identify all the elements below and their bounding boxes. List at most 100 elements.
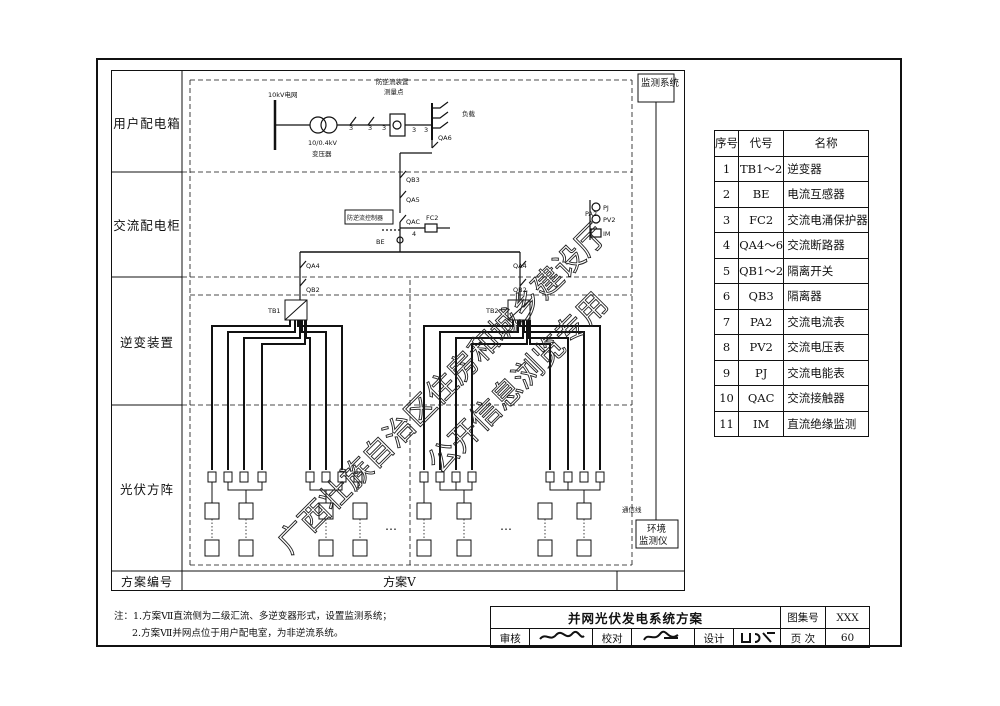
pj-meter: [591, 202, 601, 212]
legend-cell: 交流电涌保护器: [783, 206, 869, 233]
row-label-scheme-no: 方案编号: [120, 574, 173, 589]
legend-cell: QA4～6: [738, 232, 785, 259]
legend-cell: 交流接触器: [783, 385, 869, 412]
label-env-monitor-1: 环境: [647, 523, 667, 535]
legend-cell: PV2: [738, 334, 785, 361]
design-signature-icon: [741, 631, 776, 643]
title-block: 并网光伏发电系统方案 图集号 XXX 审核 校对 设计 页 次 60: [489, 606, 870, 648]
label-comm-line: 通信线: [622, 505, 642, 514]
check-signature: [631, 628, 695, 648]
legend-cell: 7: [713, 308, 740, 335]
row-label-user-box: 用户配电箱: [113, 115, 181, 131]
row-label-ac-cabinet: 交流配电柜: [113, 218, 181, 233]
legend-cell: 1: [713, 155, 740, 182]
legend-cell: 逆变器: [783, 155, 869, 182]
legend-cell: QB3: [738, 283, 785, 310]
review-signature: [529, 628, 593, 648]
label-grid: 10kV电网: [268, 90, 297, 99]
review-label: 审核: [489, 628, 531, 648]
legend-cell: 6: [713, 283, 740, 310]
label-monitor-system: 监测系统: [641, 77, 680, 89]
label-qb3: QB3: [406, 176, 420, 184]
label-num-3c: 3: [412, 126, 416, 134]
check-label: 校对: [591, 628, 633, 648]
label-pv2: PV2: [603, 216, 616, 224]
drawing-title: 并网光伏发电系统方案: [490, 606, 781, 629]
legend-cell: 直流绝缘监测: [783, 410, 869, 437]
legend-cell: 4: [713, 232, 740, 259]
check-signature-icon: [643, 630, 679, 641]
design-signature: [733, 628, 781, 648]
label-qa6: QA6: [438, 134, 452, 142]
label-load: 负载: [462, 109, 476, 118]
legend-cell: 11: [713, 410, 740, 437]
legend-cell: IM: [738, 410, 785, 437]
legend-cell: 3: [713, 206, 740, 233]
transformer-winding-1: [309, 116, 327, 134]
legend-cell: 隔离器: [783, 283, 869, 310]
monitor-system-box: [637, 73, 675, 103]
atlas-value: XXX: [825, 606, 870, 629]
legend-cell: QAC: [738, 385, 785, 412]
legend-cell: 电流互感器: [783, 181, 869, 208]
label-qa4-right: QA4: [513, 262, 527, 270]
legend-cell: PA2: [738, 308, 785, 335]
diagram-frame: [111, 70, 685, 591]
label-env-monitor-2: 监测仪: [639, 535, 668, 547]
legend-cell: 隔离开关: [783, 257, 869, 284]
be-current-transformer: [396, 236, 404, 244]
label-pa2: PA2: [585, 210, 597, 218]
label-anti-backflow-2: 测量点: [384, 88, 404, 96]
label-qa4-left: QA4: [306, 262, 320, 270]
label-transformer-ratio: 10/0.4kV: [308, 139, 338, 147]
legend-header-row: 序号 代号 名称: [713, 130, 869, 157]
legend-cell: 8: [713, 334, 740, 361]
pv-modules: [204, 502, 592, 557]
notes: 注：1.方案Ⅶ直流侧为二级汇流、多逆变器形式，设置监测系统； 2.方案Ⅶ并网点位…: [114, 608, 392, 642]
label-ellipsis-right: …: [500, 519, 512, 533]
label-pj: PJ: [603, 204, 609, 212]
legend-cell: 交流断路器: [783, 232, 869, 259]
legend-cell: 9: [713, 359, 740, 386]
label-transformer: 变压器: [312, 149, 332, 158]
label-qb2-left: QB2: [306, 286, 320, 294]
legend-cell: 2: [713, 181, 740, 208]
anti-backflow-ct-box: [389, 113, 406, 137]
legend-cell: QB1～2: [738, 257, 785, 284]
env-monitor-box: [635, 519, 679, 549]
row-label-inverter: 逆变装置: [119, 334, 174, 350]
label-num-3d: 3: [424, 126, 428, 134]
legend-cell: FC2: [738, 206, 785, 233]
legend-cell: 交流电能表: [783, 359, 869, 386]
legend-cell: 交流电压表: [783, 334, 869, 361]
review-signature-icon: [539, 630, 585, 640]
page-value: 60: [825, 628, 870, 648]
transformer-winding-2: [320, 116, 338, 134]
label-qa5: QA5: [406, 196, 420, 204]
legend-header-no: 序号: [713, 130, 740, 157]
label-qb2-right: QB2: [513, 286, 527, 294]
atlas-label: 图集号: [779, 606, 827, 629]
label-be: BE: [376, 238, 385, 246]
design-label: 设计: [693, 628, 735, 648]
page-label: 页 次: [779, 628, 827, 648]
label-num-3b: 3: [382, 124, 386, 132]
im-monitor: [590, 228, 602, 238]
row-label-pv-array: 光伏方阵: [119, 481, 174, 497]
label-num-3e: 3: [349, 124, 353, 132]
scheme-name: 方案V: [383, 574, 416, 589]
legend-cell: 交流电流表: [783, 308, 869, 335]
label-qac: QAC: [406, 218, 420, 226]
legend-cell: 5: [713, 257, 740, 284]
legend-cell: BE: [738, 181, 785, 208]
